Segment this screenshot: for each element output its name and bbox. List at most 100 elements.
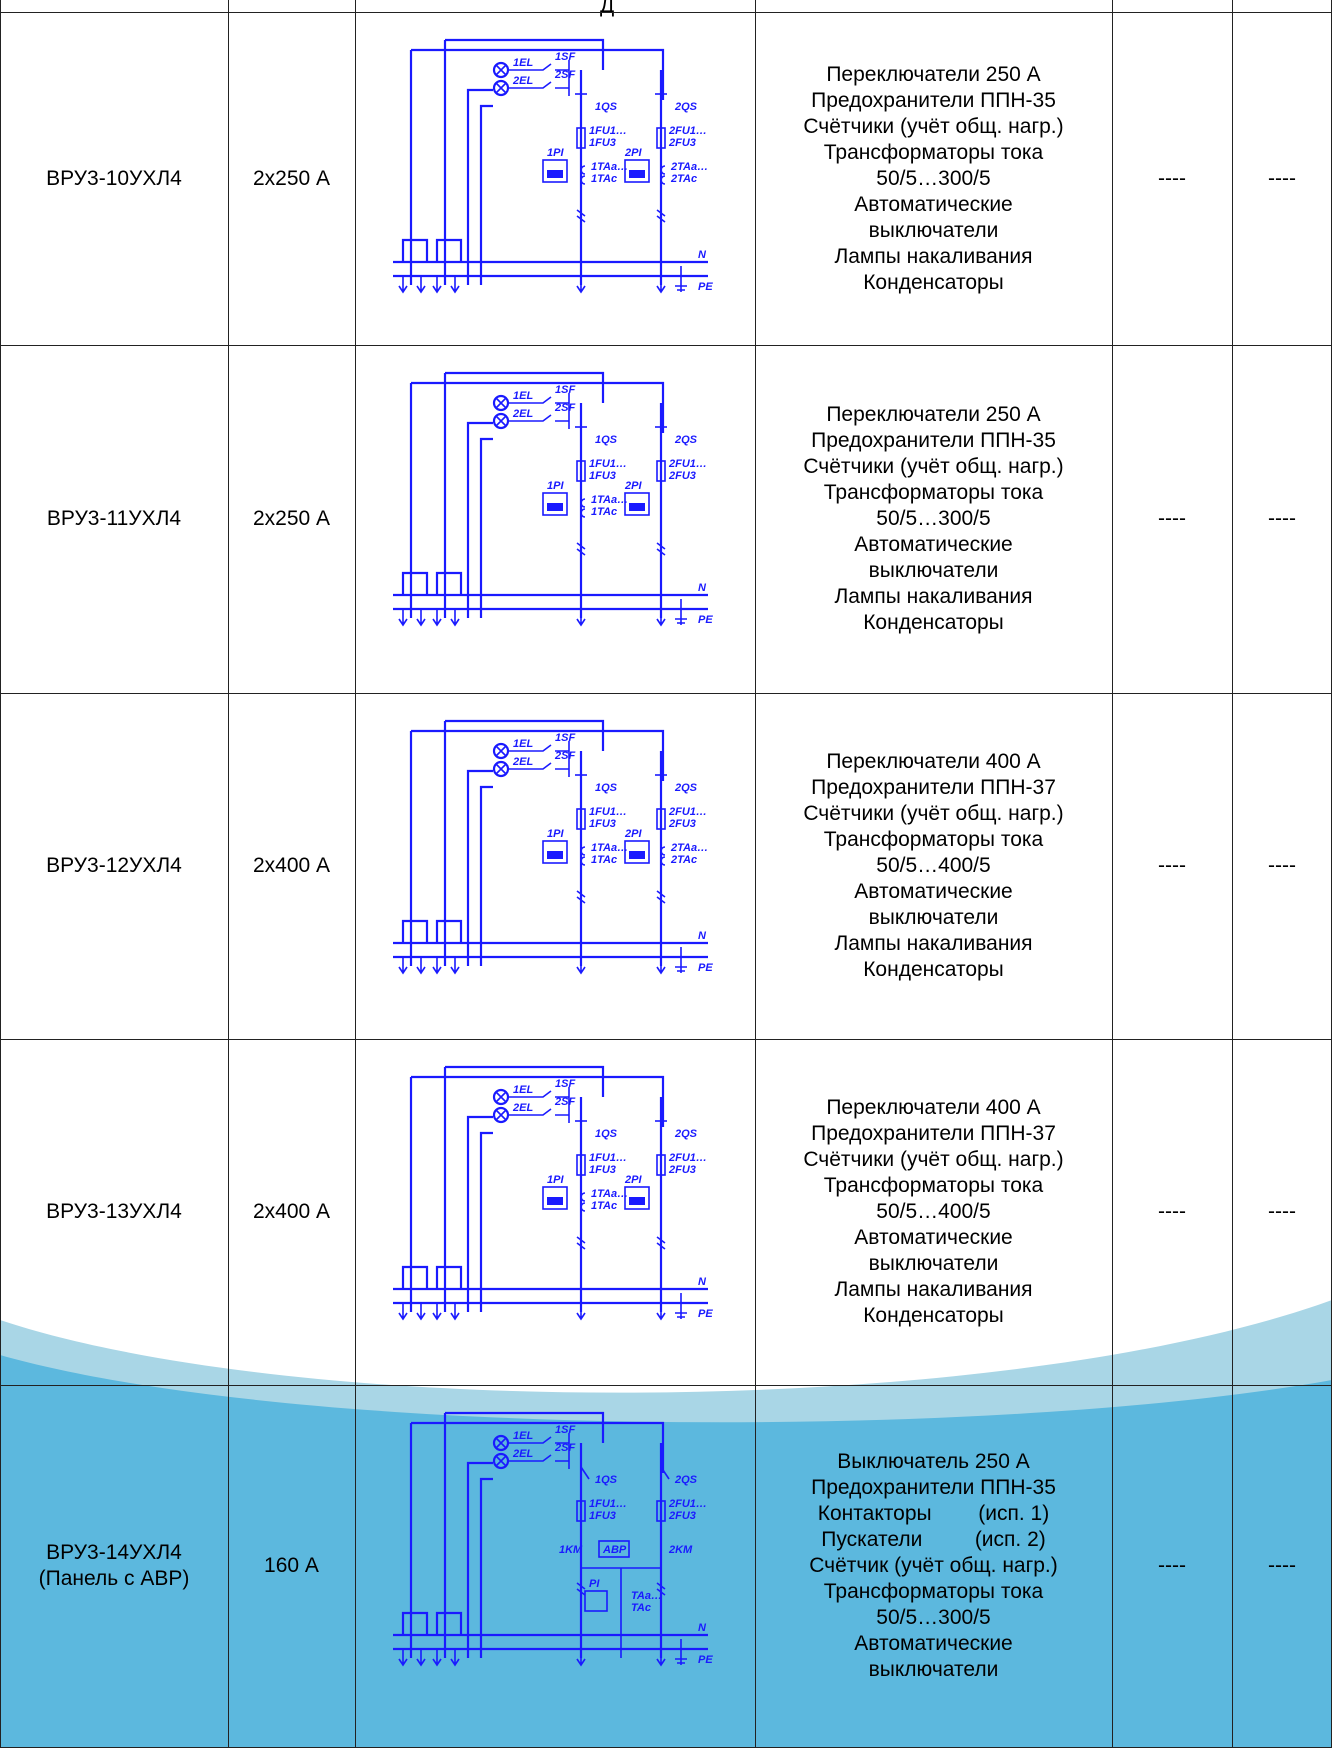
current-transformer xyxy=(580,846,586,866)
equipment-description-line: Лампы накаливания xyxy=(834,932,1033,955)
lamp-wire xyxy=(466,769,493,966)
current-transformer xyxy=(580,1192,586,1212)
column-divider xyxy=(228,0,229,1747)
scheme-label: 1PI xyxy=(547,147,564,159)
equipment-description-line: Пускатели (исп. 2) xyxy=(821,1528,1046,1551)
equipment-description-line: Трансформаторы тока xyxy=(823,1580,1044,1603)
empty-value: ---- xyxy=(1268,166,1296,190)
scheme-label: 1PI xyxy=(547,1174,564,1186)
meter-icon xyxy=(624,1186,650,1210)
equipment-description-line: Счётчики (учёт общ. нагр.) xyxy=(803,1148,1064,1171)
n-pe-bus xyxy=(393,593,708,611)
scheme-label: 1TAc xyxy=(591,854,617,866)
breaker-switch xyxy=(508,741,570,777)
scheme-label: 2PI xyxy=(624,480,642,492)
wire-break xyxy=(656,890,666,904)
meter-display xyxy=(629,1197,645,1205)
scheme-label: 2FU3 xyxy=(668,470,696,482)
scheme-label: 2FU3 xyxy=(668,137,696,149)
scheme-label: 1FU1… xyxy=(589,806,627,818)
scheme-label: TAa… xyxy=(631,1590,662,1602)
scheme-label: 2PI xyxy=(624,147,642,159)
scheme-label: 2QS xyxy=(674,101,698,113)
rated-current-cell: 2х400 А xyxy=(228,693,355,1039)
scheme-label: 1FU3 xyxy=(589,1164,616,1176)
outgoing-line xyxy=(450,1649,460,1667)
common-feeder xyxy=(581,1567,661,1658)
outgoing-line xyxy=(398,1303,408,1321)
scheme-label: 2FU3 xyxy=(668,1164,696,1176)
panel-name-line: ВРУ3-11УХЛ4 xyxy=(46,507,182,530)
outgoing-line xyxy=(416,1649,426,1667)
scheme-label: 1FU1… xyxy=(589,125,627,137)
rated-current-cell: 2х400 А xyxy=(228,1039,355,1385)
switch-contact xyxy=(580,1466,590,1480)
bus-label-pe: PE xyxy=(698,962,713,974)
lamp-cross xyxy=(495,763,507,775)
panel-name: ВРУ3-14УХЛ4 (Панель с АВР) xyxy=(39,1540,190,1592)
lamp-cross xyxy=(495,1091,507,1103)
meter-display xyxy=(629,851,645,859)
switch-contact xyxy=(660,1466,670,1480)
current-transformer xyxy=(660,165,666,185)
outgoing-line xyxy=(656,609,666,627)
panel-name-line: (Панель с АВР) xyxy=(38,1567,190,1590)
lamp-wire xyxy=(466,88,493,285)
scheme-label: 2EL xyxy=(512,756,533,768)
scheme-label: 2FU3 xyxy=(668,1510,696,1522)
empty-value: ---- xyxy=(1268,1554,1296,1577)
scheme-label: 1FU3 xyxy=(589,818,616,830)
wire-break xyxy=(576,542,586,556)
equipment-description-line: Автоматические xyxy=(854,1632,1013,1655)
scheme-label: 1SF xyxy=(555,732,575,744)
scheme-label: 1FU1… xyxy=(589,1498,627,1510)
rated-current-cell: 2х250 А xyxy=(228,345,355,693)
scheme-label: 2FU3 xyxy=(668,818,696,830)
rated-current-cell: 160 А xyxy=(228,1385,355,1747)
equipment-description-line: Счётчики (учёт общ. нагр.) xyxy=(803,802,1064,825)
scheme-label: 2EL xyxy=(512,1102,533,1114)
cable-box xyxy=(401,238,463,262)
meter-icon xyxy=(542,840,568,864)
lamp-cross xyxy=(495,415,507,427)
scheme-label: 1TAa… xyxy=(591,161,628,173)
scheme-label: 1TAc xyxy=(591,506,617,518)
panel-name-cell: ВРУ3-11УХЛ4 xyxy=(0,345,228,693)
empty-value-cell: ---- xyxy=(1112,1039,1232,1385)
wire-break xyxy=(656,1236,666,1250)
meter-icon xyxy=(624,159,650,183)
bus-label-pe: PE xyxy=(698,614,713,626)
bus-label-n: N xyxy=(698,249,707,261)
n-pe-bus xyxy=(393,941,708,959)
outgoing-line xyxy=(398,1649,408,1667)
fuse-icon xyxy=(576,127,586,149)
meter-display xyxy=(547,503,563,511)
equipment-description-line: Переключатели 250 А xyxy=(826,403,1041,426)
scheme-label: 2PI xyxy=(624,1174,642,1186)
equipment-description-line: выключатели xyxy=(868,1252,999,1275)
equipment-description-line: Переключатели 400 А xyxy=(826,1096,1041,1119)
equipment-description-line: выключатели xyxy=(868,906,999,929)
bus-wire xyxy=(409,371,665,618)
scheme-label: 2SF xyxy=(554,750,575,762)
lamp-wire xyxy=(466,421,493,618)
equipment-description-line: Счётчик (учёт общ. нагр.) xyxy=(809,1554,1058,1577)
equipment-description-line: Предохранители ППН-37 xyxy=(811,776,1056,799)
bus-wire xyxy=(409,719,665,966)
ground-icon xyxy=(675,1639,687,1665)
scheme-label: 2FU1… xyxy=(668,1498,707,1510)
rated-current: 2х250 А xyxy=(252,507,331,530)
panel-name-line: ВРУ3-14УХЛ4 xyxy=(46,1541,182,1564)
scheme-label: 2FU1… xyxy=(668,125,707,137)
scheme-label: 2PI xyxy=(624,828,642,840)
equipment-description-line: Автоматические xyxy=(854,533,1013,556)
ground-icon xyxy=(675,1293,687,1319)
breaker-switch xyxy=(508,1433,570,1469)
meter-icon xyxy=(542,492,568,516)
scheme-label: 1FU3 xyxy=(589,470,616,482)
